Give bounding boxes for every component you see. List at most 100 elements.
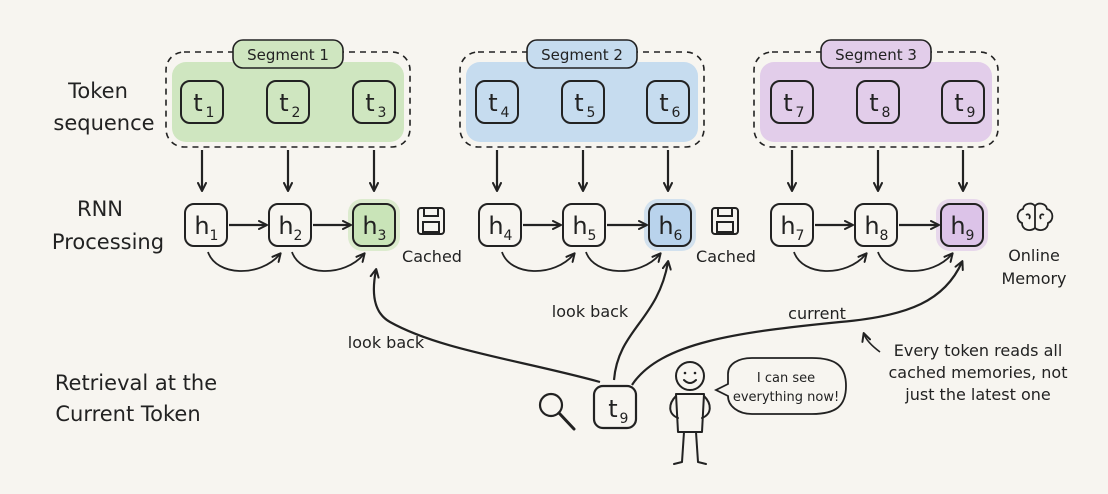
- svg-text:t: t: [279, 89, 288, 117]
- svg-text:6: 6: [674, 228, 683, 244]
- row-label-retrieval: Retrieval at the Current Token: [55, 371, 217, 426]
- svg-text:t: t: [574, 89, 583, 117]
- svg-text:3: 3: [378, 105, 387, 121]
- person-figure: [669, 361, 711, 465]
- look-back-label-1: look back: [348, 333, 425, 352]
- svg-text:Processing: Processing: [52, 230, 164, 254]
- svg-text:h: h: [950, 212, 965, 240]
- svg-text:t: t: [954, 89, 963, 117]
- svg-text:8: 8: [882, 105, 891, 121]
- cached-label-2: Cached: [696, 247, 756, 266]
- svg-text:h: h: [658, 212, 673, 240]
- svg-text:1: 1: [206, 105, 215, 121]
- svg-text:h: h: [278, 212, 293, 240]
- skip-arrow: [793, 251, 868, 272]
- svg-text:5: 5: [587, 105, 596, 121]
- speech-bubble: I can see everything now!: [713, 357, 847, 415]
- svg-text:1: 1: [210, 228, 219, 244]
- svg-text:4: 4: [501, 105, 510, 121]
- current-label: current: [788, 304, 846, 323]
- svg-text:9: 9: [966, 228, 975, 244]
- svg-text:h: h: [362, 212, 377, 240]
- svg-text:t: t: [783, 89, 792, 117]
- online-memory-label-2: Memory: [1001, 269, 1066, 288]
- look-back-label-2: look back: [552, 302, 629, 321]
- skip-arrow: [207, 251, 282, 272]
- svg-text:t: t: [869, 89, 878, 117]
- note-line-1: Every token reads all: [894, 341, 1063, 360]
- skip-arrow: [501, 251, 576, 272]
- svg-text:9: 9: [620, 411, 629, 427]
- svg-text:h: h: [864, 212, 879, 240]
- svg-text:h: h: [488, 212, 503, 240]
- note-line-3: just the latest one: [904, 385, 1050, 404]
- svg-text:5: 5: [588, 228, 597, 244]
- svg-text:6: 6: [672, 105, 681, 121]
- svg-text:h: h: [572, 212, 587, 240]
- row-label-token-sequence: Token sequence: [53, 79, 154, 135]
- svg-text:2: 2: [292, 105, 301, 121]
- search-icon: [538, 392, 576, 431]
- svg-text:Token: Token: [67, 79, 128, 103]
- save-icon: [417, 207, 445, 235]
- svg-text:7: 7: [796, 228, 805, 244]
- svg-text:2: 2: [294, 228, 303, 244]
- look-back-arrow-1: [369, 268, 601, 384]
- skip-arrow: [877, 251, 954, 272]
- current-arrow: [631, 260, 964, 386]
- segment-label-3: Segment 3: [820, 39, 932, 69]
- svg-text:4: 4: [504, 228, 513, 244]
- svg-text:Current Token: Current Token: [55, 402, 200, 426]
- look-back-arrow-2: [612, 260, 672, 381]
- svg-text:8: 8: [880, 228, 889, 244]
- svg-text:t: t: [193, 89, 202, 117]
- segment-label-1: Segment 1: [232, 39, 344, 69]
- query-token: t 9: [592, 384, 638, 430]
- note-arrow: [861, 332, 881, 353]
- svg-text:Retrieval at the: Retrieval at the: [55, 371, 217, 395]
- svg-text:t: t: [488, 89, 497, 117]
- svg-text:9: 9: [967, 105, 976, 121]
- svg-text:sequence: sequence: [53, 111, 154, 135]
- svg-text:h: h: [194, 212, 209, 240]
- svg-text:3: 3: [378, 228, 387, 244]
- save-icon: [711, 207, 739, 235]
- svg-text:RNN: RNN: [77, 197, 123, 221]
- row-label-rnn-processing: RNN Processing: [52, 197, 164, 254]
- svg-text:I can see: I can see: [757, 371, 815, 386]
- svg-text:h: h: [780, 212, 795, 240]
- segment-label-2: Segment 2: [526, 39, 638, 69]
- skip-arrow: [291, 251, 366, 272]
- svg-text:t: t: [365, 89, 374, 117]
- svg-text:Segment 1: Segment 1: [247, 46, 329, 64]
- svg-text:7: 7: [796, 105, 805, 121]
- svg-text:t: t: [659, 89, 668, 117]
- cached-label-1: Cached: [402, 247, 462, 266]
- svg-text:Segment 2: Segment 2: [541, 46, 623, 64]
- svg-text:Segment 3: Segment 3: [835, 46, 917, 64]
- note-line-2: cached memories, not: [888, 363, 1067, 382]
- svg-text:t: t: [608, 395, 617, 423]
